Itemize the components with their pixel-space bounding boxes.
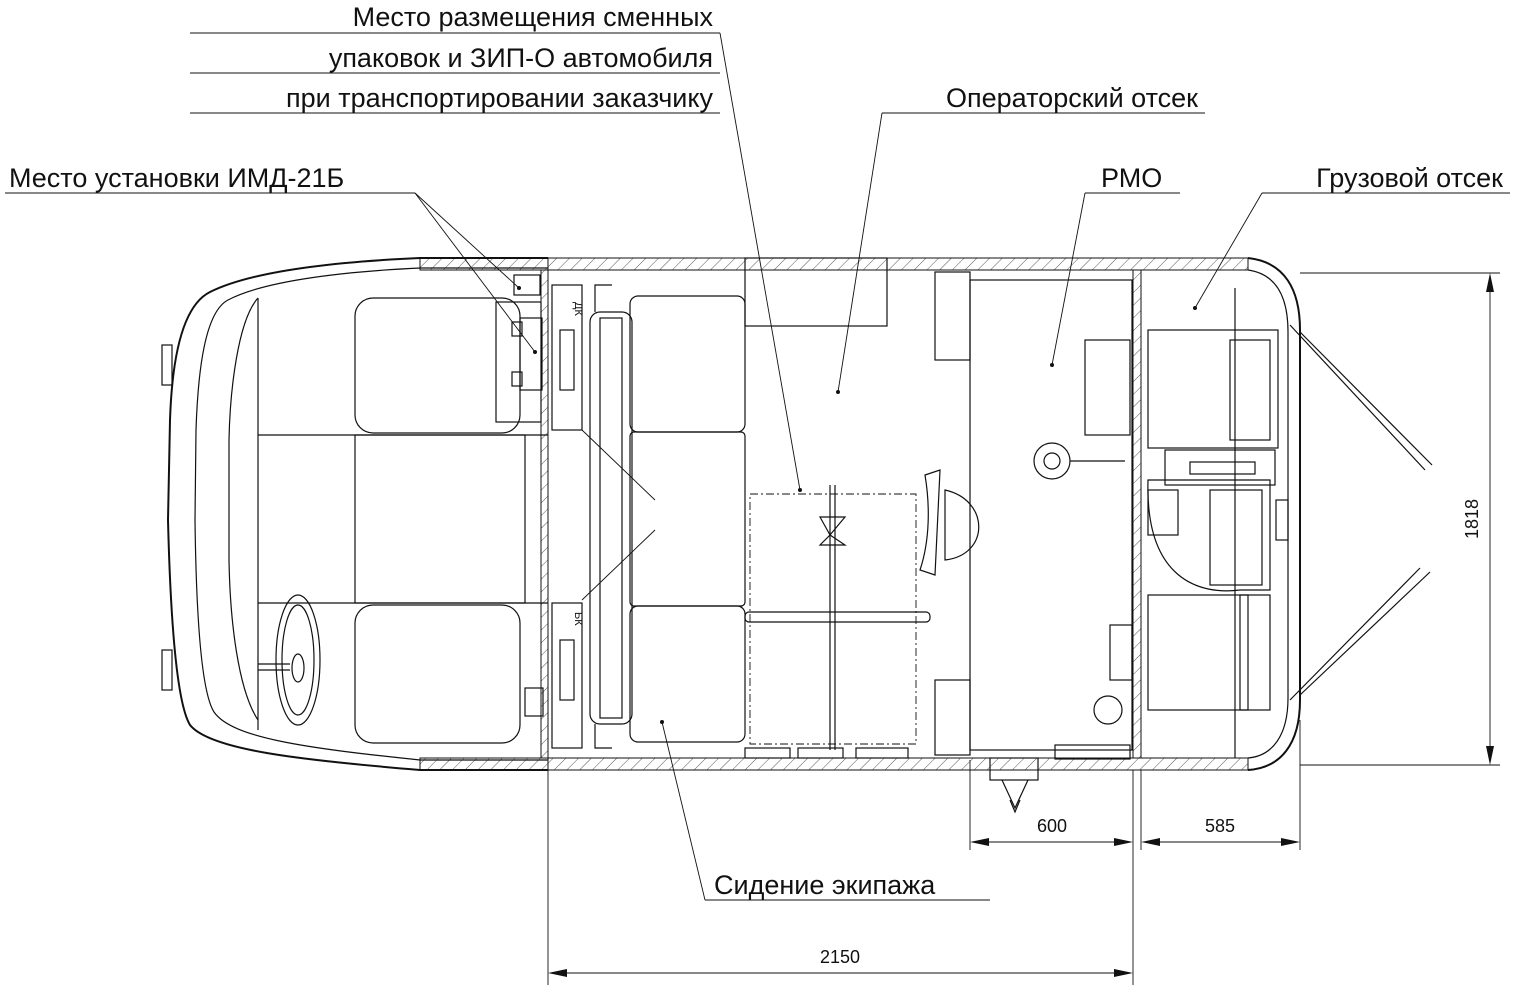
leader-lines (5, 32, 1510, 901)
dimension-rmo-length: 600 (1037, 816, 1067, 836)
dimension-total-length: 2150 (820, 947, 860, 967)
box-mark-top: ДК (572, 302, 584, 316)
vehicle-body (161, 257, 1433, 771)
floor-brackets (744, 747, 909, 759)
crew-seat (581, 284, 746, 749)
zip-label-line2: упаковок и ЗИП-О автомобиля (329, 43, 713, 73)
box-mark-bottom: БК (572, 612, 584, 626)
rmo-fixture-top (1033, 442, 1071, 480)
dimension-cargo-length: 585 (1205, 816, 1235, 836)
operator-compartment-label: Операторский отсек (946, 83, 1198, 113)
box-compartments: ДК БК (551, 284, 584, 749)
imd-label: Место установки ИМД-21Б (9, 163, 344, 193)
dimension-lines (547, 272, 1500, 985)
crew-seat-label: Сидение экипажа (714, 870, 936, 900)
cargo-compartment (1147, 288, 1289, 758)
rmo-fixture-bottom (1093, 695, 1123, 725)
zip-label-line1: Место размещения сменных (353, 2, 714, 32)
imd-device (495, 274, 544, 717)
cabin-seats (258, 274, 548, 744)
rmo-label: РМО (1101, 163, 1162, 193)
dimension-width: 1818 (1462, 499, 1482, 539)
cargo-compartment-label: Грузовой отсек (1316, 163, 1503, 193)
rmo-workplace (969, 279, 1133, 814)
steering-wheel-icon (258, 594, 321, 726)
zip-label-line3: при транспортировании заказчику (286, 83, 713, 113)
operator-compartment (744, 257, 980, 759)
